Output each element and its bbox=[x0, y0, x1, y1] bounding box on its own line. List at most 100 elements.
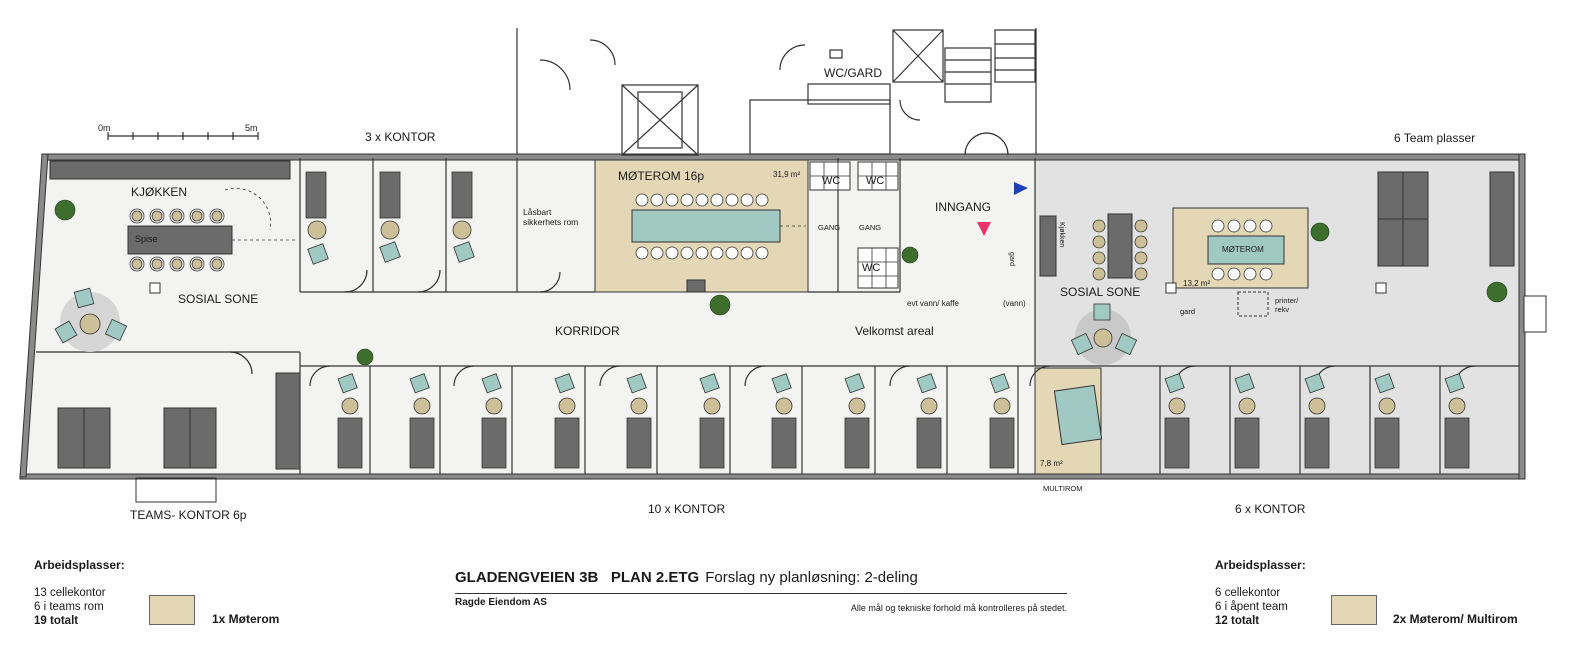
office-round-table bbox=[558, 397, 576, 415]
building-core bbox=[516, 28, 1037, 156]
office-desk bbox=[337, 417, 363, 469]
legend-right: Arbeidsplasser: 6 cellekontor 6 i åpent … bbox=[1215, 558, 1306, 628]
label-vann: (vann) bbox=[1003, 299, 1026, 308]
office-chair bbox=[771, 373, 792, 394]
office-desk bbox=[1164, 417, 1190, 469]
title-subtitle: Forslag ny planløsning: 2-deling bbox=[705, 569, 918, 586]
office-desk bbox=[1374, 417, 1400, 469]
office-round-table bbox=[775, 397, 793, 415]
label-sosial-sone-left: SOSIAL SONE bbox=[178, 292, 258, 306]
label-moterom-16p: MØTEROM 16p bbox=[618, 169, 704, 183]
entrance-arrow-icon bbox=[1014, 182, 1028, 195]
title-owner: Ragde Eiendom AS bbox=[455, 597, 547, 608]
social-zone-left-furniture bbox=[54, 199, 161, 352]
label-area-moterom: 31,9 m² bbox=[773, 170, 800, 179]
office-round-table bbox=[848, 397, 866, 415]
legend-left-total: 19 totalt bbox=[34, 615, 79, 627]
plan-labels: 0m 5m 3 x KONTOR 6 Team plasser WC/GARD … bbox=[98, 66, 1475, 522]
label-multirom: MULTIROM bbox=[1043, 484, 1082, 493]
office-round-table bbox=[341, 397, 359, 415]
label-vann-kaffe: evt vann/ kaffe bbox=[907, 299, 959, 308]
office-chair bbox=[337, 373, 358, 394]
label-kjokken: KJØKKEN bbox=[131, 185, 187, 199]
interior-walls bbox=[36, 158, 1519, 474]
label-moterom-small: MØTEROM bbox=[1222, 245, 1264, 254]
label-sikkerhets-rom: sikkerhets rom bbox=[523, 217, 578, 227]
label-spise: Spise bbox=[135, 234, 158, 244]
office-round-table bbox=[1448, 397, 1466, 415]
outer-walls bbox=[19, 153, 1547, 480]
teams-office-furniture bbox=[57, 372, 301, 503]
meeting-room-small-area bbox=[1172, 207, 1309, 289]
top-offices-furniture bbox=[305, 171, 475, 265]
label-kjokken-small: Kjøkken bbox=[1058, 222, 1065, 247]
label-teams-kontor: TEAMS- KONTOR 6p bbox=[130, 508, 247, 522]
wc-blocks bbox=[809, 161, 899, 289]
meeting-16p-furniture bbox=[631, 193, 806, 293]
title-main: GLADENGVEIEN 3B PLAN 2.ETG bbox=[455, 569, 700, 586]
office-desk bbox=[771, 417, 797, 469]
office-chair bbox=[481, 373, 502, 394]
office-desk bbox=[481, 417, 507, 469]
legend-right-line1: 6 cellekontor bbox=[1215, 587, 1281, 599]
office-desk bbox=[1234, 417, 1260, 469]
office-round-table bbox=[1238, 397, 1256, 415]
label-wc-2: WC bbox=[866, 175, 884, 187]
label-gard-small2: gard bbox=[1180, 307, 1195, 316]
legend-right-swatch-label: 2x Møterom/ Multirom bbox=[1393, 612, 1518, 626]
office-chair bbox=[409, 373, 430, 394]
label-lasbart: Låsbart bbox=[523, 207, 552, 217]
label-kontor-6x: 6 x KONTOR bbox=[1235, 502, 1306, 516]
office-chair bbox=[1304, 373, 1325, 394]
office-desk bbox=[1304, 417, 1330, 469]
label-printer: printer/ bbox=[1275, 296, 1299, 305]
kitchen-table bbox=[127, 187, 295, 272]
office-round-table bbox=[1308, 397, 1326, 415]
label-kontor-3x: 3 x KONTOR bbox=[365, 130, 436, 144]
kitchen-counter bbox=[49, 160, 291, 180]
office-desk bbox=[916, 417, 942, 469]
label-velkomst: Velkomst areal bbox=[855, 324, 934, 338]
office-round-table bbox=[485, 397, 503, 415]
label-wc-gard: WC/GARD bbox=[824, 66, 882, 80]
legend-left-line1: 13 cellekontor bbox=[34, 587, 106, 599]
office-chair bbox=[916, 373, 937, 394]
title-block: GLADENGVEIEN 3B PLAN 2.ETG Forslag ny pla… bbox=[455, 569, 1067, 613]
label-gang-1: GANG bbox=[818, 223, 840, 232]
office-chair bbox=[554, 373, 575, 394]
office-chair bbox=[1164, 373, 1185, 394]
right-zone-furniture bbox=[1039, 171, 1515, 446]
label-scale-0: 0m bbox=[98, 123, 111, 133]
office-desk bbox=[1444, 417, 1470, 469]
office-round-table bbox=[630, 397, 648, 415]
office-round-table bbox=[703, 397, 721, 415]
office-chair bbox=[989, 373, 1010, 394]
label-gang-2: GANG bbox=[859, 223, 881, 232]
office-chair bbox=[844, 373, 865, 394]
office-round-table bbox=[1168, 397, 1186, 415]
legend-left-line2: 6 i teams rom bbox=[34, 601, 104, 613]
label-wc-1: WC bbox=[822, 175, 840, 187]
position-marker-icon bbox=[977, 222, 991, 236]
label-korridor: KORRIDOR bbox=[555, 324, 620, 338]
office-desk bbox=[699, 417, 725, 469]
label-inngang: INNGANG bbox=[935, 200, 991, 214]
legend-left-swatch bbox=[149, 595, 195, 625]
label-scale-5: 5m bbox=[245, 123, 258, 133]
office-round-table bbox=[920, 397, 938, 415]
legend-right-line2: 6 i åpent team bbox=[1215, 601, 1288, 613]
office-desk bbox=[989, 417, 1015, 469]
office-chair bbox=[699, 373, 720, 394]
label-gard-small: gard bbox=[1008, 252, 1015, 266]
label-rekv: rekv bbox=[1275, 305, 1289, 314]
office-chair bbox=[626, 373, 647, 394]
office-desk bbox=[626, 417, 652, 469]
office-round-table bbox=[1378, 397, 1396, 415]
bottom-offices-furniture bbox=[337, 373, 1470, 469]
label-area-multi: 7,8 m² bbox=[1040, 459, 1063, 468]
title-note: Alle mål og tekniske forhold må kontroll… bbox=[850, 603, 1067, 613]
office-chair bbox=[1444, 373, 1465, 394]
office-desk bbox=[554, 417, 580, 469]
label-team-plasser: 6 Team plasser bbox=[1394, 131, 1475, 145]
